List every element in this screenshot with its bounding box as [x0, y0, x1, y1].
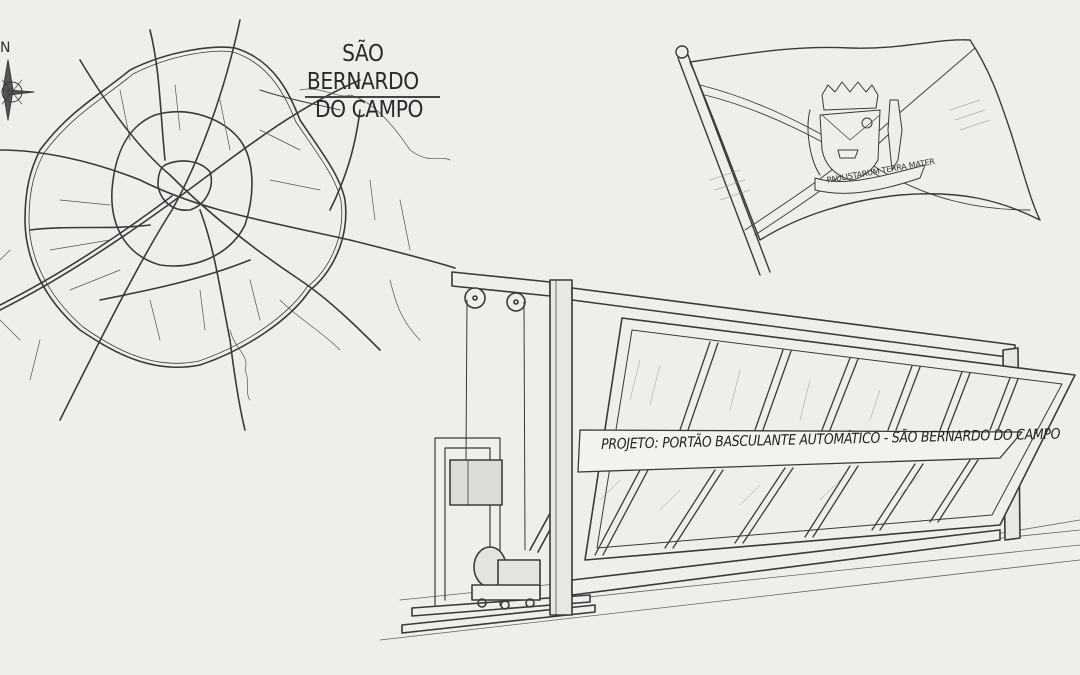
map-title-line1: SÃO BERNARDO — [306, 41, 419, 95]
compass-north-label: N — [0, 40, 11, 56]
map-title: SÃO BERNARDO DO CAMPO — [288, 40, 438, 124]
flag-sketch — [675, 39, 1041, 276]
city-map-sketch — [0, 19, 456, 431]
map-title-underline — [305, 96, 440, 98]
compass-rose-icon — [1, 59, 35, 121]
gate-sketch — [379, 271, 1080, 641]
map-title-line2: DO CAMPO — [314, 97, 423, 123]
